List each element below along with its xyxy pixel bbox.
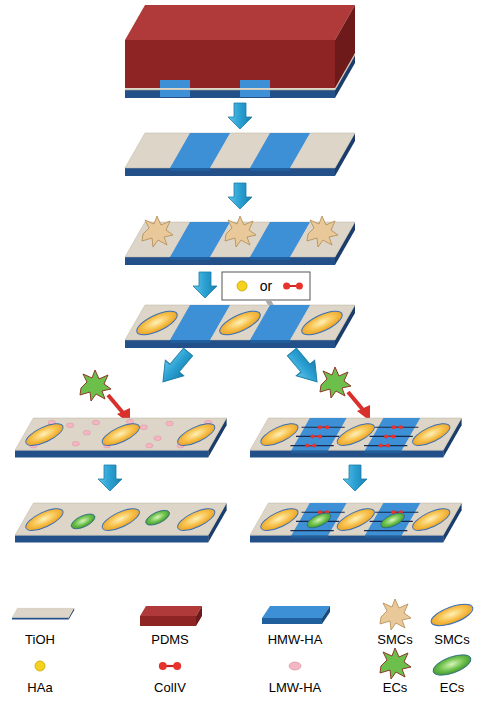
legend-icon [35, 661, 45, 671]
step-arrow [98, 465, 122, 491]
legend-label: SMCs [350, 632, 440, 647]
legend-icon [12, 608, 74, 620]
plate-coliv [250, 418, 462, 458]
patterned-plate [125, 133, 355, 176]
plate [125, 305, 355, 348]
dumbbell [159, 662, 181, 670]
legend-label: SMCs [407, 632, 484, 647]
plate-coculture [15, 503, 227, 543]
seeding-arrow [348, 392, 364, 411]
step-arrow [228, 183, 252, 209]
legend-label: ECs [407, 680, 484, 695]
step-arrow [343, 465, 367, 491]
step-arrow [228, 103, 252, 129]
hmw-ha-stripes [170, 133, 310, 171]
step-arrow [283, 344, 326, 389]
coliv-mark [379, 444, 390, 448]
smc-cell [225, 216, 256, 247]
step-arrow [193, 272, 217, 298]
choice-box-frame [222, 272, 310, 300]
smc-row [134, 306, 346, 339]
node-label: or [260, 278, 272, 294]
coliv-icon [283, 282, 303, 289]
ha-pattern [240, 80, 270, 88]
legend-icon [429, 600, 476, 630]
legend-label: ColIV [125, 680, 215, 695]
legend-label: HAa [0, 680, 85, 695]
step-arrow [154, 344, 197, 389]
coliv-mark [305, 444, 316, 448]
smc-cell [142, 216, 173, 247]
seeding-arrow [108, 395, 124, 414]
smc-row [23, 504, 218, 534]
smc-row [258, 504, 453, 534]
plate [12, 608, 74, 620]
legend-icon [289, 662, 301, 670]
legend-label: ECs [350, 680, 440, 695]
plate [125, 133, 355, 176]
ec-cell [320, 367, 351, 398]
legend-label: LMW-HA [250, 680, 340, 695]
legend-icon [140, 606, 202, 626]
smc-cell [307, 216, 338, 247]
dumbbell [283, 282, 303, 289]
legend-icon [380, 648, 411, 679]
ec-cell [80, 370, 111, 401]
legend-label: HMW-HA [250, 632, 340, 647]
plate [15, 418, 227, 458]
legend-label: PDMS [125, 632, 215, 647]
haa-icon [237, 281, 247, 291]
legend-icon [380, 599, 411, 630]
plate [15, 503, 227, 543]
plate-coculture [250, 503, 462, 543]
pdms-stamp [125, 5, 355, 40]
coliv-mark [311, 434, 322, 438]
pdms-stamp [125, 40, 335, 88]
coliv-mark [384, 434, 395, 438]
ec-cell [379, 510, 407, 531]
patterned-plate [125, 305, 355, 348]
smc-row [23, 419, 218, 449]
choice-box: or [222, 272, 310, 300]
legend-label: TiOH [0, 632, 85, 647]
ec-cell [69, 511, 97, 532]
ha-pattern [240, 90, 270, 97]
ec-cell [144, 507, 172, 528]
plate [250, 503, 462, 543]
coliv-mark [391, 425, 402, 429]
pdms-stamp [335, 5, 355, 88]
plate [250, 418, 462, 458]
plate-lmw-ha [15, 418, 227, 458]
legend-icon [159, 662, 181, 670]
legend-icon [262, 606, 330, 624]
ec-cell [305, 510, 333, 531]
ha-pattern [160, 90, 190, 97]
coliv-mark [318, 425, 329, 429]
legend-icon [430, 651, 473, 680]
smc-row [258, 419, 453, 449]
ha-pattern [160, 80, 190, 88]
